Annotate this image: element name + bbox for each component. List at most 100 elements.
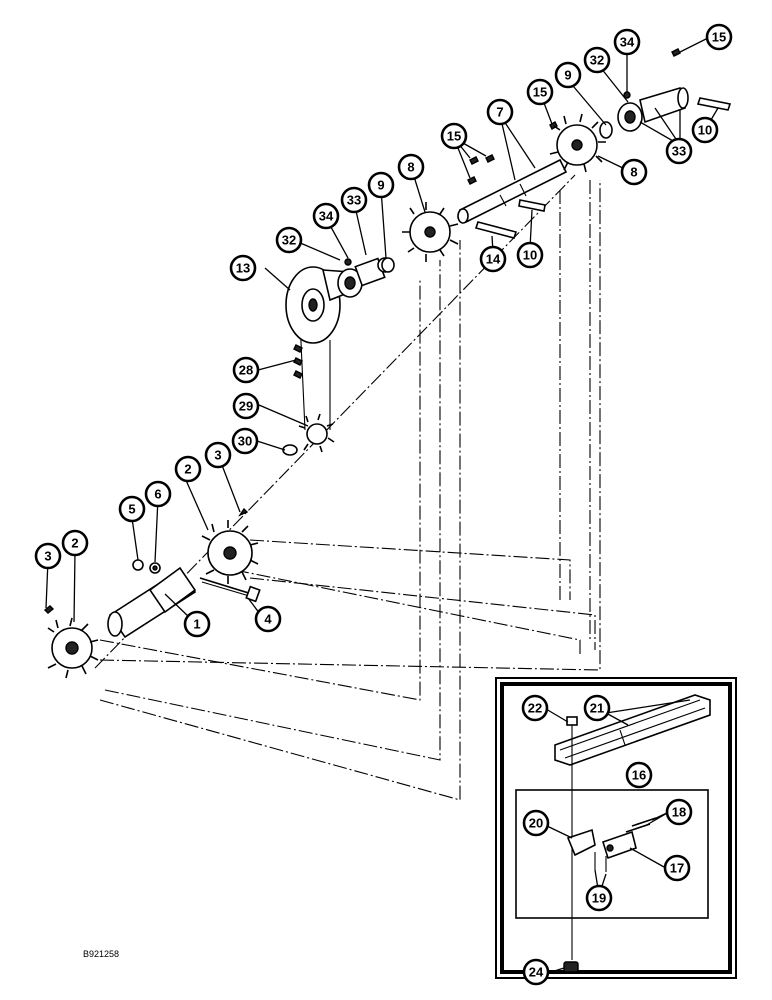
callout-2: 2 [174,455,202,483]
chain-path-7 [104,260,441,761]
key-15-d [549,121,558,130]
svg-text:22: 22 [528,701,542,716]
svg-text:5: 5 [128,502,135,517]
bearing-upper-right [617,86,689,132]
chain-path-3 [234,569,581,655]
pin-10-upper [696,97,732,111]
callout-32: 32 [583,46,611,74]
svg-text:9: 9 [377,178,384,193]
callout-29: 29 [232,392,260,420]
callout-21: 21 [583,694,611,722]
svg-text:32: 32 [282,233,296,248]
small-drive-sprocket [282,413,335,456]
svg-text:9: 9 [564,68,571,83]
svg-text:28: 28 [239,363,253,378]
callout-7: 7 [486,98,514,126]
svg-text:18: 18 [672,805,686,820]
svg-text:21: 21 [590,701,604,716]
callout-18: 18 [665,798,693,826]
callout-19: 19 [585,884,613,912]
chain-path-1 [249,539,571,600]
washer-upper-right [599,121,613,139]
svg-text:34: 34 [620,35,635,50]
washer-middle [381,257,395,273]
svg-text:10: 10 [698,123,712,138]
drawing-id: B921258 [83,949,119,959]
callout-24: 24 [522,958,550,986]
svg-text:7: 7 [496,105,503,120]
key-lower [43,605,55,614]
svg-text:4: 4 [264,612,272,627]
svg-text:14: 14 [486,252,501,267]
chain-path-4 [99,180,601,671]
pin-10-lower [518,199,546,212]
lower-right-sprocket [201,507,259,584]
callout-8: 8 [620,158,648,186]
svg-text:2: 2 [184,462,191,477]
upper-right-sprocket [549,113,606,173]
key-15-c [467,176,477,185]
lower-left-sprocket [47,617,99,679]
key-15-a [469,156,479,165]
callout-28: 28 [232,356,260,384]
callout-15: 15 [526,78,554,106]
callout-15: 15 [705,23,733,51]
callout-17: 17 [663,854,691,882]
svg-text:19: 19 [592,891,606,906]
callout-30: 30 [231,427,259,455]
callout-10: 10 [516,241,544,269]
callouts: 1 2 2 3 3 4 5 6 7 8 8 9 9 10 10 13 14 15… [34,23,733,986]
svg-text:15: 15 [533,85,547,100]
svg-text:2: 2 [71,536,78,551]
callout-8: 8 [397,153,425,181]
chain-path-8 [99,240,461,801]
chain-path-6 [99,280,421,701]
callout-1: 1 [183,610,211,638]
svg-text:33: 33 [347,193,361,208]
svg-text:24: 24 [529,965,544,980]
callout-32: 32 [275,226,303,254]
callout-14: 14 [479,245,507,273]
callout-3: 3 [34,542,62,570]
svg-text:34: 34 [319,209,334,224]
svg-text:17: 17 [670,861,684,876]
callout-2: 2 [61,529,89,557]
callout-20: 20 [522,809,550,837]
key-15-b [485,154,495,163]
svg-text:33: 33 [672,144,686,159]
callout-9: 9 [367,171,395,199]
svg-text:30: 30 [238,434,252,449]
middle-sprocket [402,202,459,262]
svg-text:8: 8 [407,160,414,175]
svg-text:32: 32 [590,53,604,68]
callout-9: 9 [554,61,582,89]
svg-text:16: 16 [632,768,646,783]
callout-4: 4 [254,605,282,633]
svg-text:20: 20 [529,816,543,831]
svg-text:13: 13 [236,261,250,276]
callout-6: 6 [144,480,172,508]
callout-16: 16 [625,761,653,789]
callout-34: 34 [312,202,340,230]
svg-text:15: 15 [447,129,461,144]
large-pulley [285,266,356,344]
svg-text:1: 1 [193,617,200,632]
callout-13: 13 [229,254,257,282]
svg-text:10: 10 [523,248,537,263]
chain-path-2 [249,577,596,650]
svg-text:15: 15 [712,30,726,45]
pin-14 [474,221,518,239]
svg-text:3: 3 [44,549,51,564]
callout-33: 33 [665,137,693,165]
callout-33: 33 [340,186,368,214]
svg-text:8: 8 [630,165,637,180]
svg-text:29: 29 [239,399,253,414]
svg-text:6: 6 [154,487,161,502]
callout-3: 3 [204,441,232,469]
callout-5: 5 [118,495,146,523]
long-bolt [199,577,261,603]
bearing-upper-left [337,257,393,298]
key-15-e [671,48,681,57]
callout-10: 10 [691,116,719,144]
svg-text:3: 3 [214,448,221,463]
